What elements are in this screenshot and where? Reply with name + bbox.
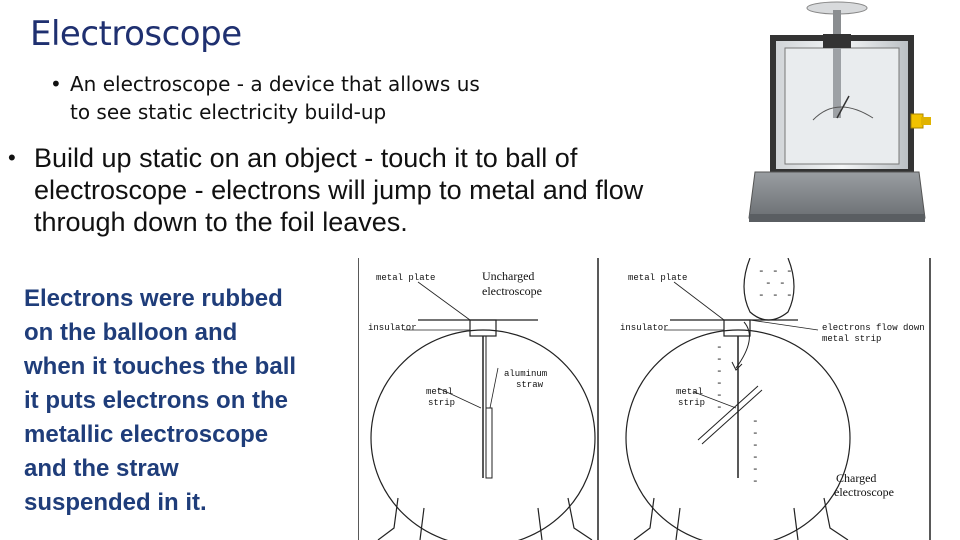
label-electrons-flow: metal strip xyxy=(822,334,881,344)
charge-mark: - xyxy=(752,428,759,440)
charge-mark: - xyxy=(772,266,779,278)
explanation-text: Electrons were rubbed on the balloon and… xyxy=(24,282,354,520)
explanation-line: suspended in it. xyxy=(24,489,207,516)
electroscope-diagrams: metal plate insulator metal strip alumin… xyxy=(358,258,931,540)
explanation-line: and the straw xyxy=(24,455,179,482)
uncharged-diagram: metal plate insulator metal strip alumin… xyxy=(358,258,596,540)
caption-charged: electroscope xyxy=(834,485,894,499)
charge-mark: - xyxy=(772,290,779,302)
explanation-line: when it touches the ball xyxy=(24,353,297,380)
sub-bullet-line-2: to see static electricity build-up xyxy=(70,100,387,124)
caption-uncharged: electroscope xyxy=(482,284,542,298)
explanation-line: it puts electrons on the xyxy=(24,387,289,414)
charge-mark: - xyxy=(752,416,759,428)
charge-mark: - xyxy=(716,378,723,390)
charged-diagram: - - - - - - - - - - - - - - - - - - - - … xyxy=(597,258,931,540)
charge-mark: - xyxy=(716,342,723,354)
main-bullet-line-2: electroscope - electrons will jump to me… xyxy=(34,175,644,205)
label-metal-plate: metal plate xyxy=(628,273,687,283)
label-aluminum-straw: aluminum xyxy=(504,369,547,379)
label-aluminum-straw: straw xyxy=(516,380,544,390)
label-metal-strip: metal xyxy=(426,387,453,397)
caption-charged: Charged xyxy=(836,471,876,485)
caption-uncharged: Uncharged xyxy=(482,269,534,283)
main-bullet-line-1: Build up static on an object - touch it … xyxy=(34,143,578,173)
explanation-line: metallic electroscope xyxy=(24,421,269,448)
charge-mark: - xyxy=(752,476,759,488)
charge-mark: - xyxy=(758,290,765,302)
charge-mark: - xyxy=(716,402,723,414)
electroscope-photo xyxy=(748,1,931,222)
charge-mark: - xyxy=(716,390,723,402)
label-metal-strip: strip xyxy=(678,398,705,408)
charge-mark: - xyxy=(752,464,759,476)
sub-bullet: • An electroscope - a device that allows… xyxy=(50,70,570,126)
charge-mark: - xyxy=(786,290,793,302)
main-bullet-line-3: through down to the foil leaves. xyxy=(34,207,408,237)
charge-mark: - xyxy=(786,266,793,278)
charge-mark: - xyxy=(779,278,786,290)
bullet-dot: • xyxy=(8,145,16,170)
bullet-dot: • xyxy=(50,72,62,96)
explanation-line: Electrons were rubbed xyxy=(24,285,283,312)
sub-bullet-line-1: An electroscope - a device that allows u… xyxy=(70,72,480,96)
charge-mark: - xyxy=(752,440,759,452)
charge-mark: - xyxy=(752,452,759,464)
label-metal-strip: metal xyxy=(676,387,703,397)
explanation-line: on the balloon and xyxy=(24,319,238,346)
charge-mark: - xyxy=(765,278,772,290)
label-metal-strip: strip xyxy=(428,398,455,408)
label-metal-plate: metal plate xyxy=(376,273,435,283)
charge-mark: - xyxy=(716,366,723,378)
charge-mark: - xyxy=(716,354,723,366)
main-bullet: • Build up static on an object - touch i… xyxy=(8,142,728,238)
label-insulator: insulator xyxy=(620,323,669,333)
label-electrons-flow: electrons flow down xyxy=(822,323,925,333)
charge-mark: - xyxy=(758,266,765,278)
label-insulator: insulator xyxy=(368,323,417,333)
slide-title: Electroscope xyxy=(30,14,242,54)
